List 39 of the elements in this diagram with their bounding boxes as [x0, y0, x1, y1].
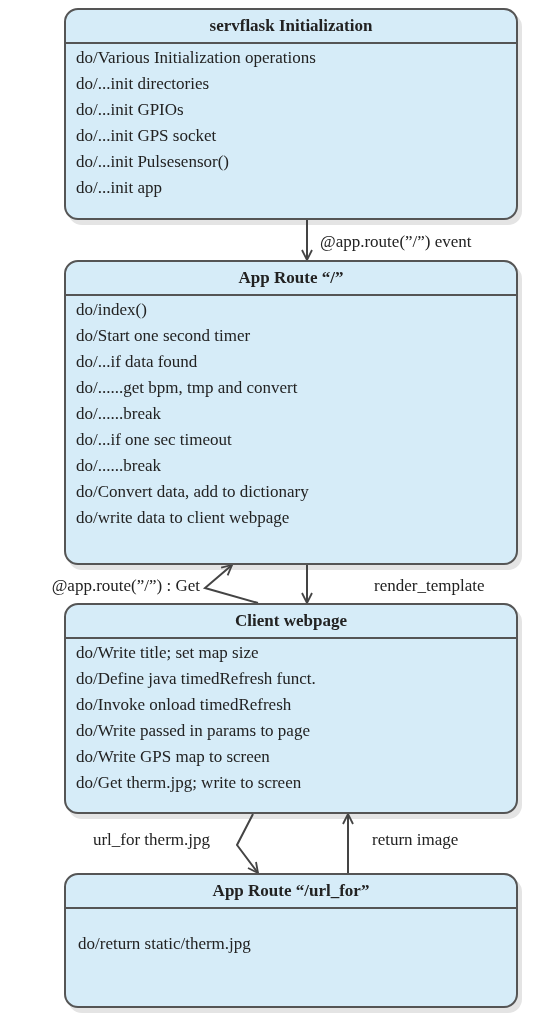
state-box	[64, 603, 518, 814]
state-action: do/Define java timedRefresh funct.	[76, 669, 316, 688]
state-action: do/Write passed in params to page	[76, 721, 310, 740]
state-action: do/...if one sec timeout	[76, 430, 232, 449]
arrow	[301, 564, 313, 604]
state-title: servflask Initialization	[209, 15, 373, 38]
state-action: do/Write GPS map to screen	[76, 747, 270, 766]
edge-label: @app.route(”/”) : Get	[51, 576, 200, 596]
state-action: do/Convert data, add to dictionary	[76, 482, 309, 501]
state-action: do/Invoke onload timedRefresh	[76, 695, 292, 714]
state-title: App Route “/”	[238, 267, 344, 290]
state-action: do/Write title; set map size	[76, 643, 259, 662]
state-action: do/...init GPIOs	[76, 100, 184, 119]
state-action: do/...init Pulsesensor()	[76, 152, 229, 171]
edge-label: render_template	[374, 576, 485, 596]
state-title: App Route “/url_for”	[212, 880, 370, 903]
state-title: Client webpage	[235, 610, 347, 633]
state-action: do/...init directories	[76, 74, 210, 93]
arrow	[235, 813, 259, 874]
state-action: do/...init app	[76, 178, 162, 197]
state-action: do/Various Initialization operations	[76, 48, 316, 67]
state-action: do/......get bpm, tmp and convert	[76, 378, 298, 397]
state-box	[64, 873, 518, 1008]
state-action: do/Start one second timer	[76, 326, 251, 345]
state-box	[64, 260, 518, 565]
state-action: do/index()	[76, 300, 147, 319]
state-action: do/...if data found	[76, 352, 198, 371]
arrow	[342, 813, 354, 874]
state-action: do/......break	[76, 456, 161, 475]
state-box	[64, 8, 518, 220]
arrow	[301, 219, 313, 261]
state-action: do/return static/therm.jpg	[78, 934, 251, 953]
edge-label: url_for therm.jpg	[92, 830, 210, 850]
state-action: do/write data to client webpage	[76, 508, 290, 527]
state-action: do/Get therm.jpg; write to screen	[76, 773, 302, 792]
state-action: do/......break	[76, 404, 161, 423]
edge-label: @app.route(”/”) event	[320, 232, 472, 252]
state-action: do/...init GPS socket	[76, 126, 217, 145]
arrow	[202, 564, 259, 604]
